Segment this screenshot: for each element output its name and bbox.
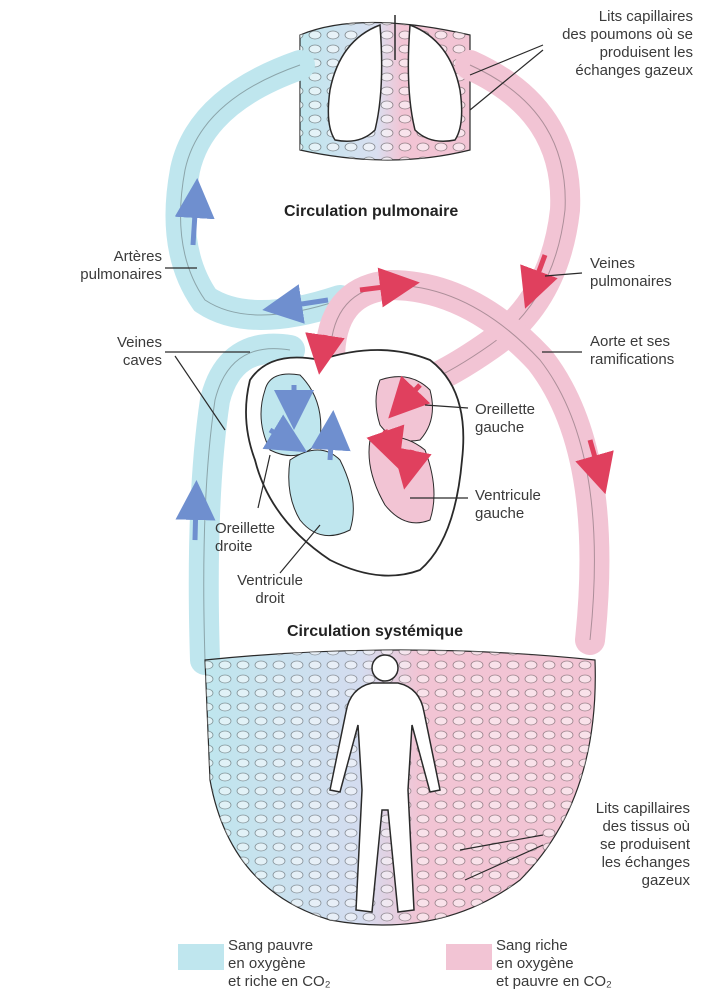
label-pulmonary-arteries: Artères pulmonaires: [40, 248, 162, 284]
label-lung-capillaries: Lits capillaires des poumons où se produ…: [533, 8, 693, 80]
legend-label-rich: Sang riche en oxygène et pauvre en CO₂: [496, 937, 686, 991]
legend-label-poor: Sang pauvre en oxygène et riche en CO₂: [228, 937, 398, 991]
label-left-ventricle: Ventricule gauche: [475, 487, 575, 523]
title-systemic-circulation: Circulation systémique: [287, 623, 463, 641]
legend-swatch-rich: [446, 944, 492, 970]
legend-swatch-poor: [178, 944, 224, 970]
label-pulmonary-veins: Veines pulmonaires: [590, 255, 705, 291]
label-left-atrium: Oreillette gauche: [475, 401, 575, 437]
label-tissue-capillaries: Lits capillaires des tissus où se produi…: [540, 800, 690, 890]
label-right-atrium: Oreillette droite: [215, 520, 315, 556]
title-pulmonary-circulation: Circulation pulmonaire: [284, 203, 458, 221]
label-aorta: Aorte et ses ramifications: [590, 333, 705, 369]
label-right-ventricle: Ventricule droit: [215, 572, 325, 608]
label-vena-cava: Veines caves: [70, 334, 162, 370]
